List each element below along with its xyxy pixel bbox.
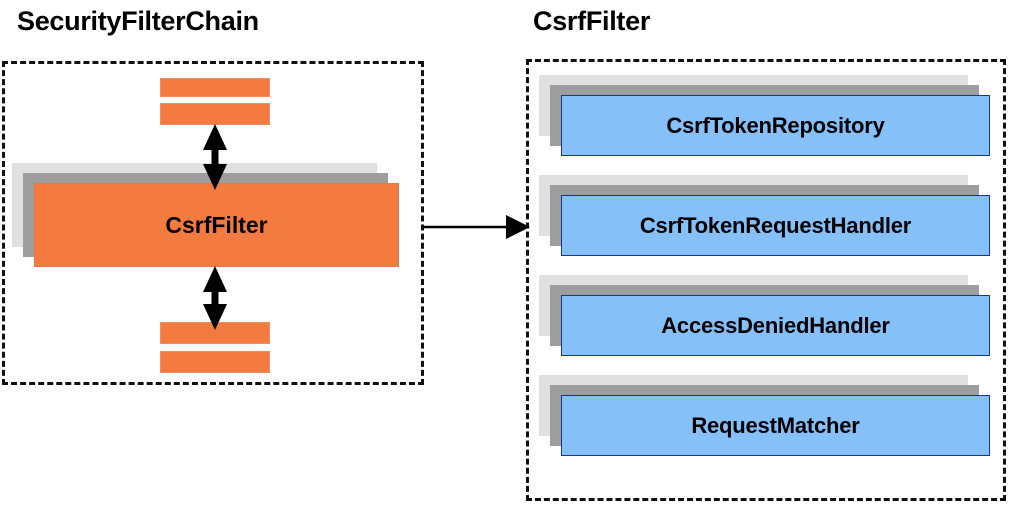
security-filter-chain-container: [2, 61, 424, 385]
node-csrf-filter[interactable]: CsrfFilter: [12, 163, 399, 267]
node-access-denied-handler[interactable]: AccessDeniedHandler: [539, 275, 990, 356]
node-face[interactable]: CsrfFilter: [34, 183, 399, 267]
node-face[interactable]: AccessDeniedHandler: [561, 295, 990, 356]
node-csrf-token-repository[interactable]: CsrfTokenRepository: [539, 75, 990, 156]
page-title-security-filter-chain: SecurityFilterChain: [17, 6, 259, 36]
node-csrf-token-request-handler[interactable]: CsrfTokenRequestHandler: [539, 175, 990, 256]
node-face[interactable]: CsrfTokenRepository: [561, 95, 990, 156]
node-label: RequestMatcher: [691, 412, 860, 438]
node-label: CsrfTokenRequestHandler: [639, 212, 912, 238]
node-request-matcher[interactable]: RequestMatcher: [539, 375, 990, 456]
page-title-csrf-filter: CsrfFilter: [533, 6, 651, 36]
filter-bar-above-2: [160, 103, 270, 125]
node-face[interactable]: CsrfTokenRequestHandler: [561, 195, 990, 256]
node-label: CsrfTokenRepository: [666, 112, 885, 138]
filter-bar-below-2: [160, 351, 270, 373]
csrf-filter-container: [526, 59, 1006, 501]
filter-bar-above-1: [160, 78, 270, 97]
node-face[interactable]: RequestMatcher: [561, 395, 990, 456]
node-label: CsrfFilter: [165, 211, 268, 238]
node-label: AccessDeniedHandler: [661, 312, 890, 338]
connector-arrow-right: [424, 215, 530, 239]
filter-bar-below-1: [160, 322, 270, 344]
